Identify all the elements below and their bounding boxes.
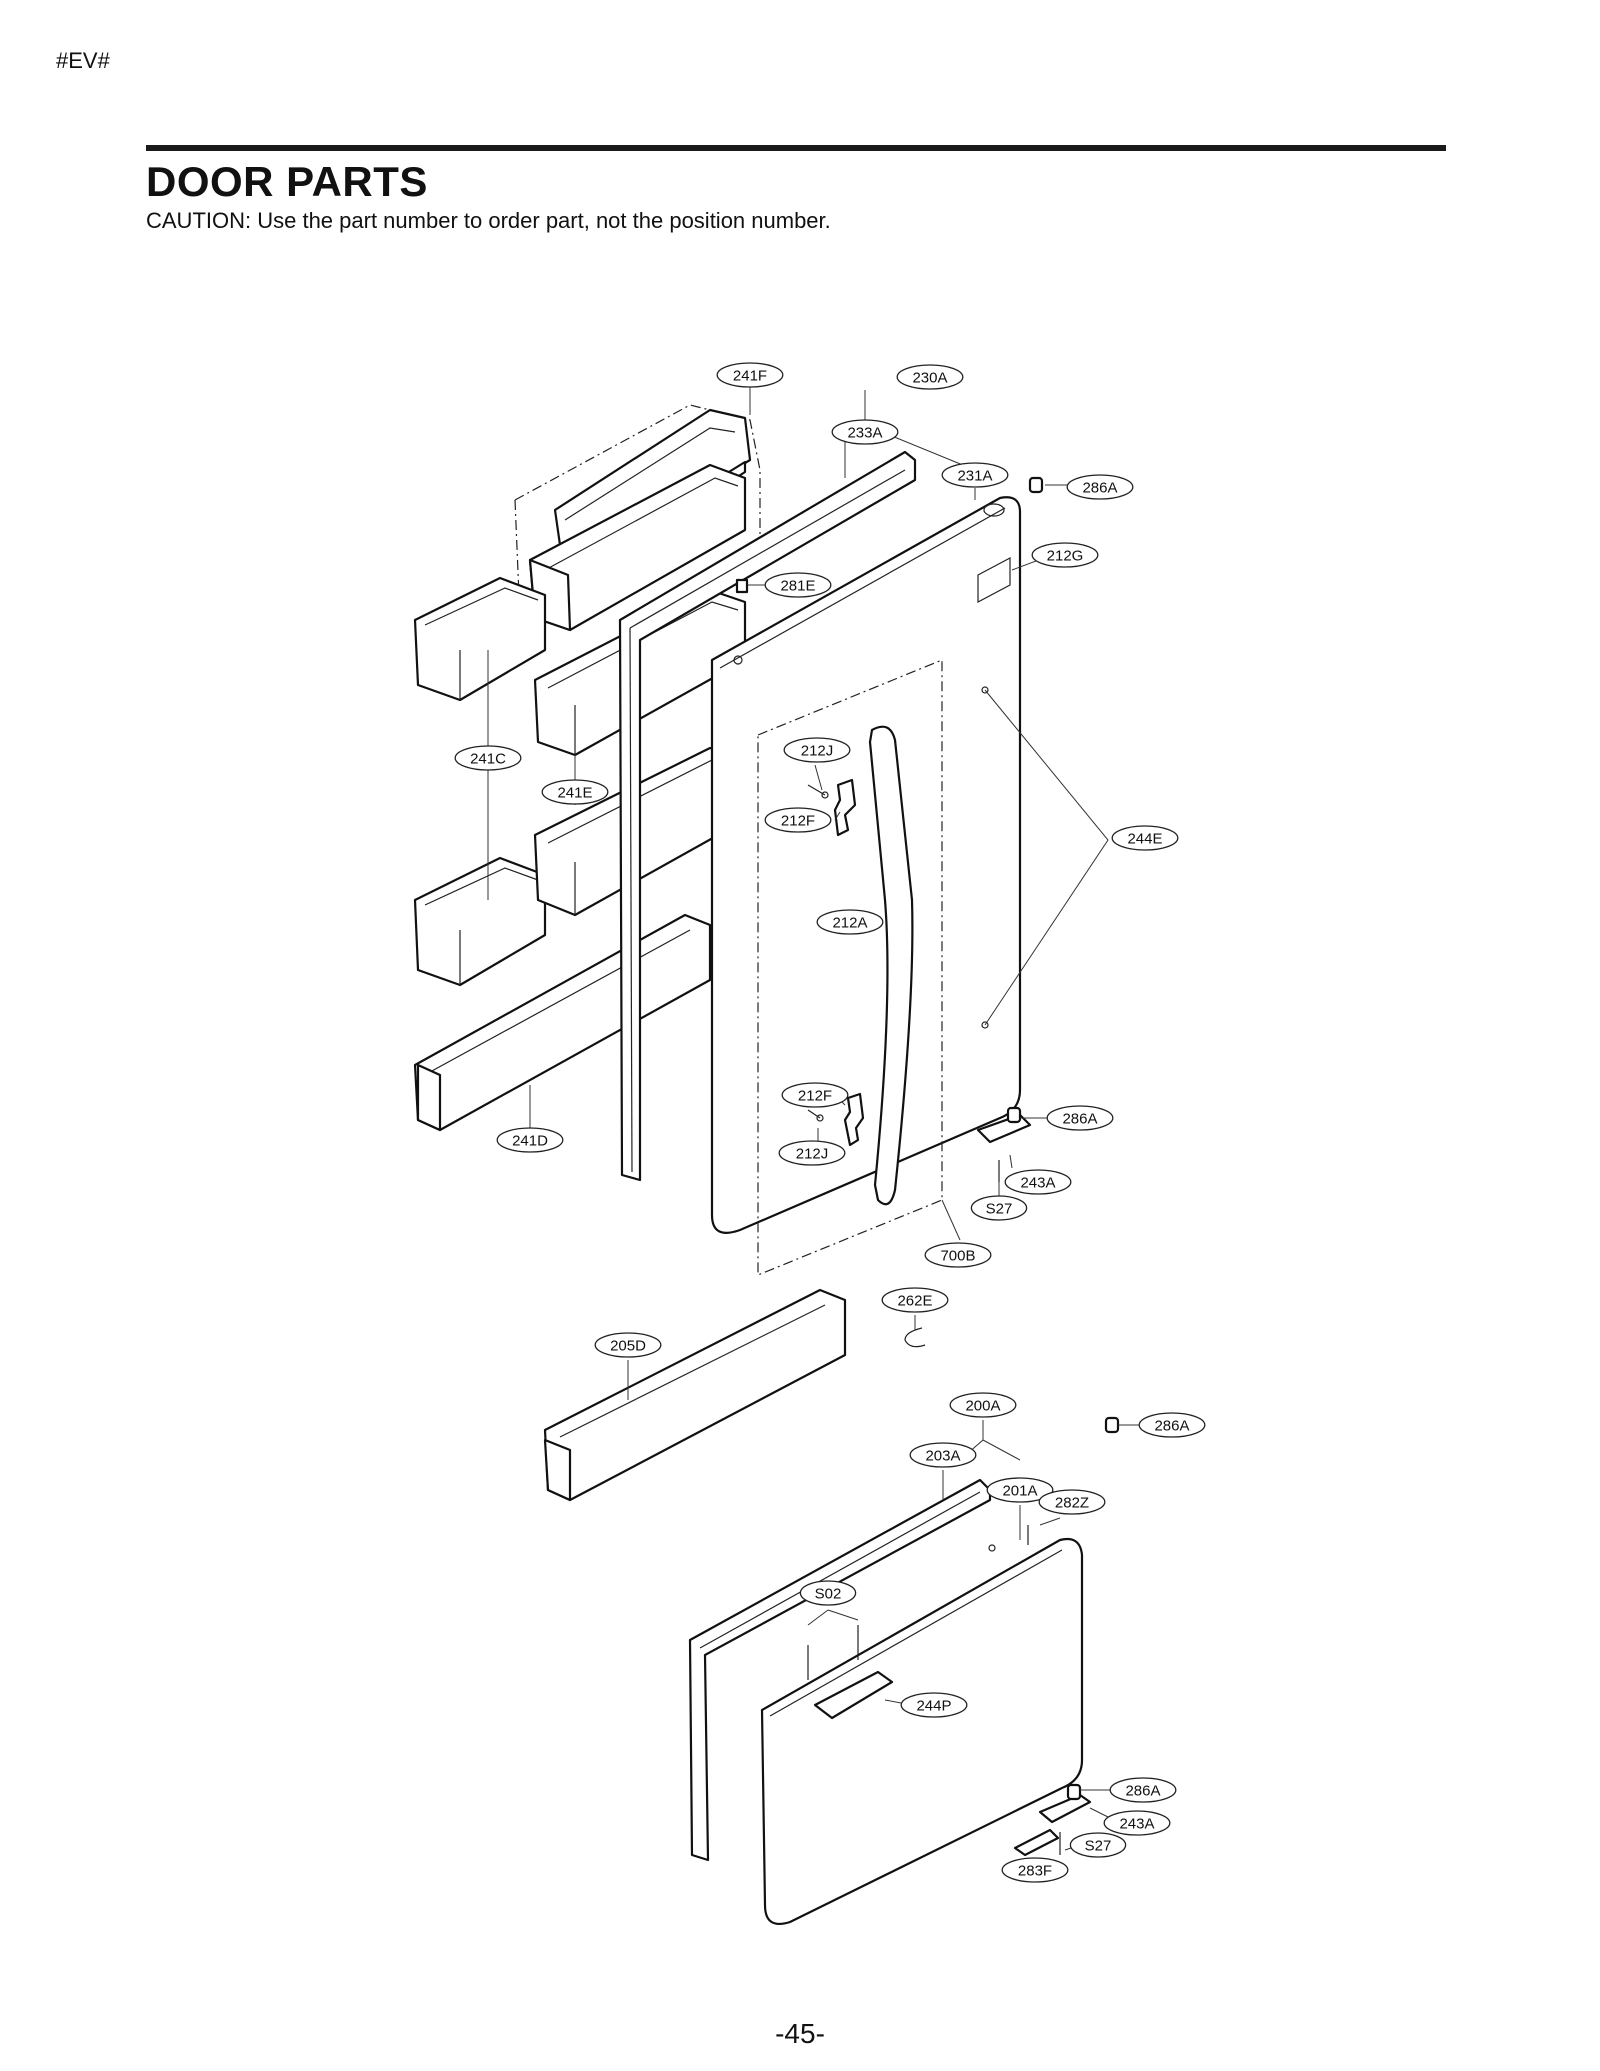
gasket-233a-part [618, 450, 917, 1182]
callout-label: 231A [957, 468, 992, 485]
callout-label: 283F [1018, 1863, 1052, 1880]
door-231a-part [710, 496, 1022, 1276]
callout-label: 201A [1002, 1483, 1037, 1500]
bin-241c-upper-part [413, 576, 547, 702]
callout-286a: 286A [1066, 474, 1134, 500]
callout-231a: 231A [941, 462, 1009, 488]
caution-note: CAUTION: Use the part number to order pa… [146, 208, 831, 233]
callout-244p: 244P [900, 1692, 968, 1718]
callout-203a: 203A [909, 1442, 977, 1468]
callout-label: 243A [1119, 1816, 1154, 1833]
door-201a-part [760, 1537, 1084, 1926]
callout-label: 286A [1125, 1783, 1160, 1800]
callout-212g: 212G [1031, 542, 1099, 568]
callout-label: S27 [1085, 1838, 1112, 1855]
screw-212j-lower-part [807, 1109, 821, 1119]
cap-286a-mid-part [1104, 1416, 1120, 1434]
callout-label: 241D [512, 1133, 548, 1150]
callout-281e: 281E [764, 572, 832, 598]
callout-label: 244P [916, 1698, 951, 1715]
handle-212a-part [868, 725, 914, 1206]
callout-label: 212F [781, 813, 815, 830]
callout-233a: 233A [831, 419, 899, 445]
callout-201a: 201A [986, 1477, 1054, 1503]
callout-241c: 241C [454, 745, 522, 771]
bin-241c-lower-part [413, 856, 547, 987]
cap-286a-top-part [1028, 476, 1044, 494]
callout-283f: 283F [1001, 1857, 1069, 1883]
callout-286a: 286A [1138, 1412, 1206, 1438]
callout-286a: 286A [1046, 1105, 1114, 1131]
callout-label: 241F [733, 368, 767, 385]
callout-label: S02 [815, 1586, 842, 1603]
callout-212a: 212A [816, 909, 884, 935]
gasket-203a-part [688, 1478, 992, 1862]
callout-230a: 230A [896, 364, 964, 390]
callout-286a: 286A [1109, 1777, 1177, 1803]
callout-label: 200A [965, 1398, 1000, 1415]
callout-212j: 212J [783, 737, 851, 763]
callout-243a: 243A [1103, 1810, 1171, 1836]
title-rule [146, 145, 1446, 151]
callout-212j: 212J [778, 1140, 846, 1166]
hinge-243a-lower-part [1038, 1783, 1092, 1824]
callout-700b: 700B [924, 1242, 992, 1268]
clip-262e-part [904, 1327, 926, 1348]
callout-label: 243A [1020, 1175, 1055, 1192]
callout-label: 262E [897, 1293, 932, 1310]
handle-244p-part [813, 1670, 894, 1720]
callout-label: 286A [1154, 1418, 1189, 1435]
callout-label: 212J [796, 1146, 829, 1163]
callout-label: 700B [940, 1248, 975, 1265]
callout-s27: S27 [970, 1195, 1028, 1221]
callout-241d: 241D [496, 1127, 564, 1153]
bracket-212f-upper-part [833, 778, 857, 837]
page-title: DOOR PARTS [146, 158, 428, 205]
callout-label: 244E [1127, 831, 1162, 848]
callout-label: 233A [847, 425, 882, 442]
callout-241e: 241E [541, 779, 609, 805]
stopper-283f-part [1013, 1828, 1060, 1857]
callout-205d: 205D [594, 1332, 662, 1358]
callout-s02: S02 [799, 1580, 857, 1606]
callout-label: 212F [798, 1088, 832, 1105]
callout-label: 230A [912, 370, 947, 387]
callout-label: 212A [832, 915, 867, 932]
callout-label: 281E [780, 578, 815, 595]
callout-label: S27 [986, 1201, 1013, 1218]
callout-label: 212J [801, 743, 834, 760]
callout-label: 286A [1062, 1111, 1097, 1128]
callout-label: 203A [925, 1448, 960, 1465]
callout-282z: 282Z [1038, 1489, 1106, 1515]
callout-label: 282Z [1055, 1495, 1089, 1512]
page-number: -45- [775, 2018, 825, 2049]
callout-262e: 262E [881, 1287, 949, 1313]
callout-label: 205D [610, 1338, 646, 1355]
pin-281e-part [735, 578, 749, 594]
hinge-243a-upper-part [976, 1106, 1032, 1144]
bin-205d-part [543, 1288, 847, 1502]
bracket-212f-lower-part [843, 1092, 865, 1147]
document-tag: #EV# [56, 48, 110, 73]
callout-241f: 241F [716, 362, 784, 388]
callout-243a: 243A [1004, 1169, 1072, 1195]
callout-200a: 200A [949, 1392, 1017, 1418]
callout-label: 286A [1082, 480, 1117, 497]
callout-212f: 212F [764, 807, 832, 833]
callout-label: 212G [1047, 548, 1084, 565]
callout-label: 241E [557, 785, 592, 802]
callout-s27: S27 [1069, 1832, 1127, 1858]
callout-244e: 244E [1111, 825, 1179, 851]
callout-212f: 212F [781, 1082, 849, 1108]
callout-label: 241C [470, 751, 506, 768]
